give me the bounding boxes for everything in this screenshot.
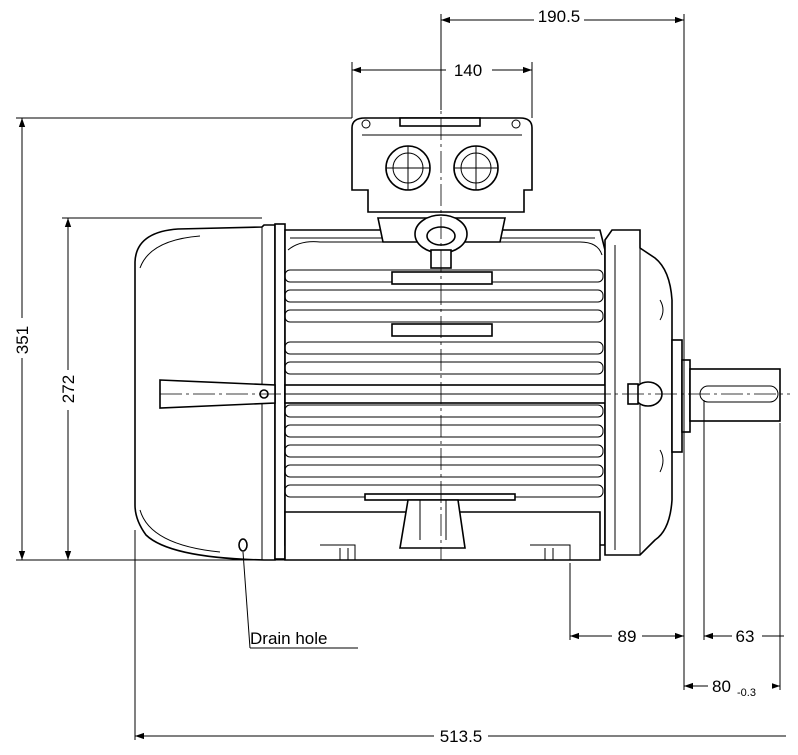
terminal-box [351,117,533,213]
shaft [689,368,781,422]
label-190-5: 190.5 [538,7,581,26]
cooling-fins [284,269,604,498]
label-140: 140 [454,61,482,80]
label-80: 80 [712,677,731,696]
stator-body [284,217,631,546]
motor-feet [284,499,601,561]
label-63: 63 [736,627,755,646]
label-80-tolerance: -0.3 [737,687,756,699]
dimension-labels: 190.5 140 351 272 89 63 80 -0.3 513.5 Dr… [12,6,772,746]
drain-hole-marker [238,538,248,552]
cable-gland-right [453,145,499,191]
drain-hole-leader [242,551,358,649]
label-drain-hole: Drain hole [250,629,328,648]
label-513-5: 513.5 [440,727,483,746]
rear-flange [274,223,286,560]
label-351: 351 [13,326,32,354]
motor-outline [134,85,790,561]
label-89: 89 [618,627,637,646]
cable-gland-left [385,145,431,191]
extension-lines [16,14,781,740]
label-272: 272 [59,375,78,403]
